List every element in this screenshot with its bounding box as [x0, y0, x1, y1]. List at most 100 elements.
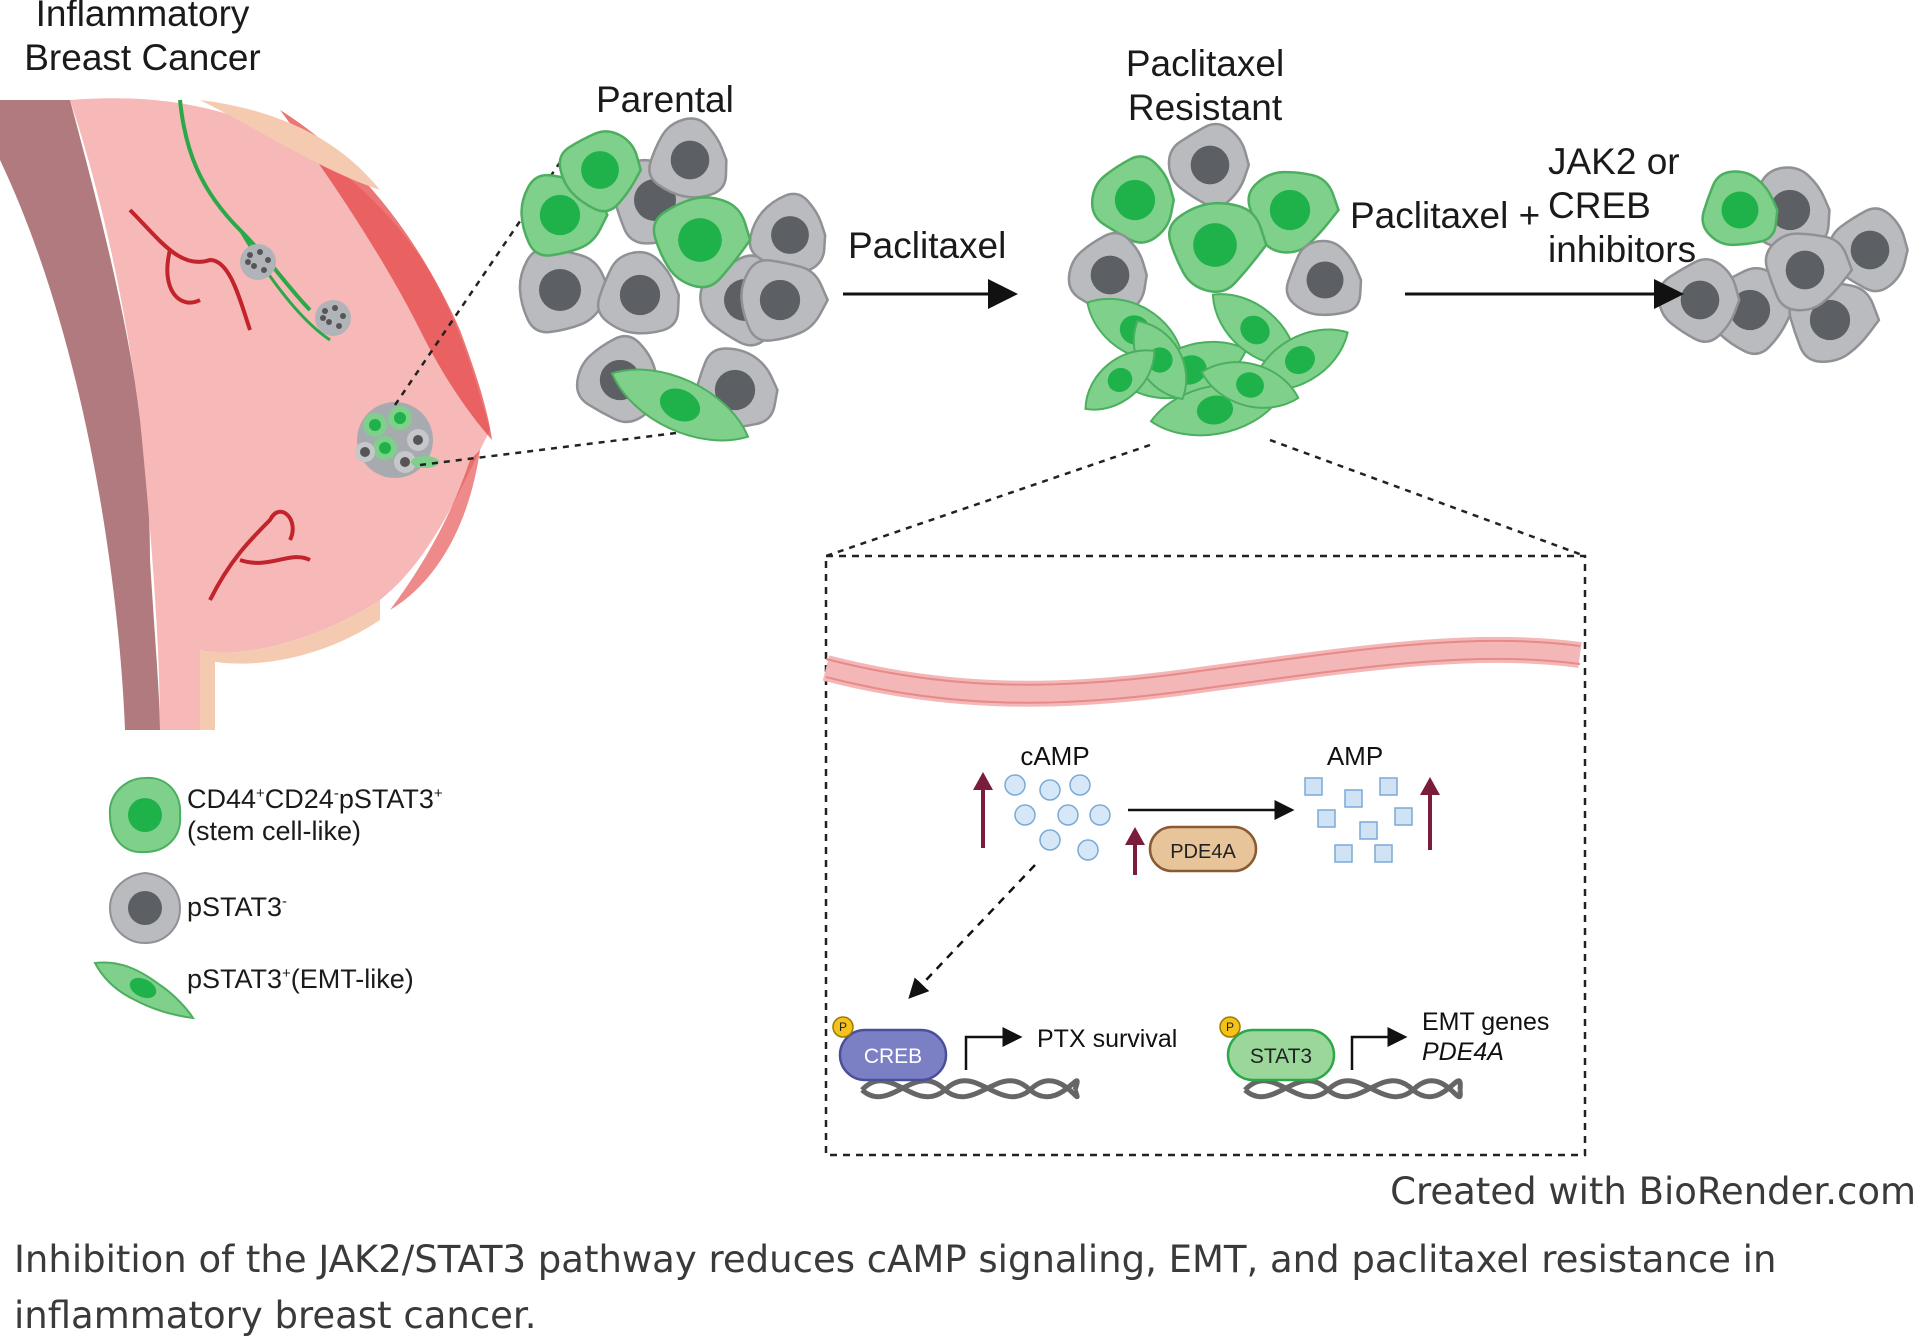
resistant-cell-0 [1090, 155, 1176, 244]
treated-cell-cluster [1657, 166, 1909, 363]
pathway-box [822, 554, 1587, 1157]
resistant-label-line-1: Paclitaxel [1125, 43, 1285, 84]
green-cell-icon [108, 776, 182, 854]
inhibitors-label: JAK2 or CREB inhibitors [1548, 140, 1696, 272]
parental-cell-cluster [518, 117, 830, 442]
inhibitors-line-3: inhibitors [1548, 229, 1697, 270]
amp-molecules [1304, 777, 1413, 863]
creb-label: CREB [864, 1045, 922, 1068]
title-line-1: Inflammatory [35, 0, 250, 34]
legend-stem-cd24: CD24 [264, 784, 334, 814]
skin-upper [200, 100, 380, 190]
parental-cell-8 [596, 250, 681, 335]
skin-redness-lower [390, 450, 480, 610]
parental-cell-5 [648, 117, 728, 199]
resistant-cell-5 [1168, 201, 1268, 294]
legend-emt-sup: + [282, 965, 291, 982]
figure-caption: Inhibition of the JAK2/STAT3 pathway red… [14, 1238, 1777, 1337]
lymph-duct [178, 99, 312, 312]
resistant-spindle-6 [1200, 361, 1300, 409]
zoom-line-right [1269, 438, 1586, 558]
creb-phospho-icon [832, 1016, 854, 1038]
skin-lower [200, 600, 380, 664]
pde4a-label: PDE4A [1170, 841, 1236, 863]
creb-phospho-label: P [839, 1020, 847, 1034]
inhibitors-line-2: CREB [1548, 185, 1651, 226]
parental-cell-10 [740, 259, 830, 342]
resistant-cell-cluster [1067, 122, 1363, 437]
creb-transcription-arrow [964, 1027, 1023, 1070]
breast-illustration [0, 98, 492, 731]
legend-item-negative: pSTAT3- [187, 886, 287, 923]
parental-label: Parental [596, 79, 734, 120]
tumor-cluster [355, 402, 439, 478]
parental-spindle-cell [610, 368, 750, 442]
pde4a-gene-label: PDE4A [1422, 1038, 1504, 1066]
blood-vessel-lower [208, 509, 311, 601]
lymph-node-2 [315, 300, 351, 336]
legend-emt-description: (EMT-like) [290, 964, 414, 994]
stat3-phospho-icon [1219, 1016, 1241, 1038]
skin-base [200, 650, 215, 730]
parental-cell-6 [748, 192, 827, 275]
resistant-cell-1 [1167, 122, 1251, 208]
pde4a-enzyme [1148, 825, 1258, 873]
resistant-label-line-2: Resistant [1127, 87, 1283, 128]
stat3-phospho-label: P [1226, 1020, 1234, 1034]
stat3-transcription-arrow [1350, 1027, 1408, 1070]
camp-molecules [1004, 774, 1111, 861]
gray-cell-icon [108, 871, 182, 945]
resistant-cell-2 [1247, 170, 1340, 254]
parental-cell-11 [558, 130, 643, 213]
camp-up-arrowhead [973, 772, 993, 790]
legend-emt-label: pSTAT3 [187, 964, 283, 994]
legend-item-stem: CD44+CD24-pSTAT3+ (stem cell-like) [187, 778, 443, 847]
membrane-edge-bottom [825, 657, 1581, 704]
camp-to-creb-arrow [908, 864, 1036, 999]
parental-cell-9 [652, 196, 752, 289]
chest-muscle [0, 100, 160, 730]
combo-prefix-label: Paclitaxel + [1350, 195, 1541, 236]
ptx-survival-label: PTX survival [1037, 1025, 1177, 1053]
zoom-line-left [825, 443, 1151, 558]
membrane-edge-top [825, 639, 1581, 686]
resistant-cell-4 [1285, 239, 1363, 317]
legend-negative-label: pSTAT3 [187, 892, 283, 922]
blood-vessel-upper [128, 208, 252, 331]
resistant-spindle-7 [1084, 349, 1156, 411]
legend-stem-pstat3: pSTAT3 [338, 784, 434, 814]
treated-cell-4 [1764, 232, 1854, 312]
legend-stem-sup3: + [433, 785, 443, 802]
legend-negative-sup: - [282, 893, 288, 910]
stat3-protein [1226, 1028, 1336, 1082]
legend-item-emt: pSTAT3+(EMT-like) [187, 958, 414, 995]
lymph-node-1 [240, 244, 276, 280]
amp-label: AMP [1327, 741, 1383, 771]
paclitaxel-arrow-label: Paclitaxel [848, 225, 1007, 266]
creb-protein [838, 1028, 948, 1082]
skin-redness [280, 110, 492, 440]
resistant-cell-3 [1067, 231, 1148, 317]
legend-stem-sup2: - [333, 785, 339, 802]
amp-up-arrowhead [1420, 777, 1440, 795]
dna-helix-right [1243, 1078, 1463, 1100]
camp-label: cAMP [1020, 741, 1089, 771]
figure-title: Inflammatory Breast Cancer [10, 0, 275, 80]
legend-stem-sup1: + [256, 785, 265, 802]
title-line-2: Breast Cancer [24, 37, 261, 78]
dna-helix-left [860, 1078, 1080, 1100]
inhibitors-line-1: JAK2 or [1548, 141, 1680, 182]
treated-cell-6 [1701, 170, 1779, 247]
emt-genes-label: EMT genes [1422, 1008, 1549, 1036]
legend-stem-description: (stem cell-like) [187, 816, 362, 846]
legend-stem-cd44: CD44 [187, 784, 257, 814]
resistant-label: Paclitaxel Resistant [1095, 42, 1315, 130]
cell-membrane [822, 636, 1582, 707]
pde4a-up-arrowhead [1125, 827, 1145, 845]
spindle-cell-icon [93, 961, 195, 1020]
legend-icons [93, 776, 195, 1020]
stat3-label: STAT3 [1250, 1045, 1312, 1068]
parental-cell-0 [518, 247, 611, 334]
